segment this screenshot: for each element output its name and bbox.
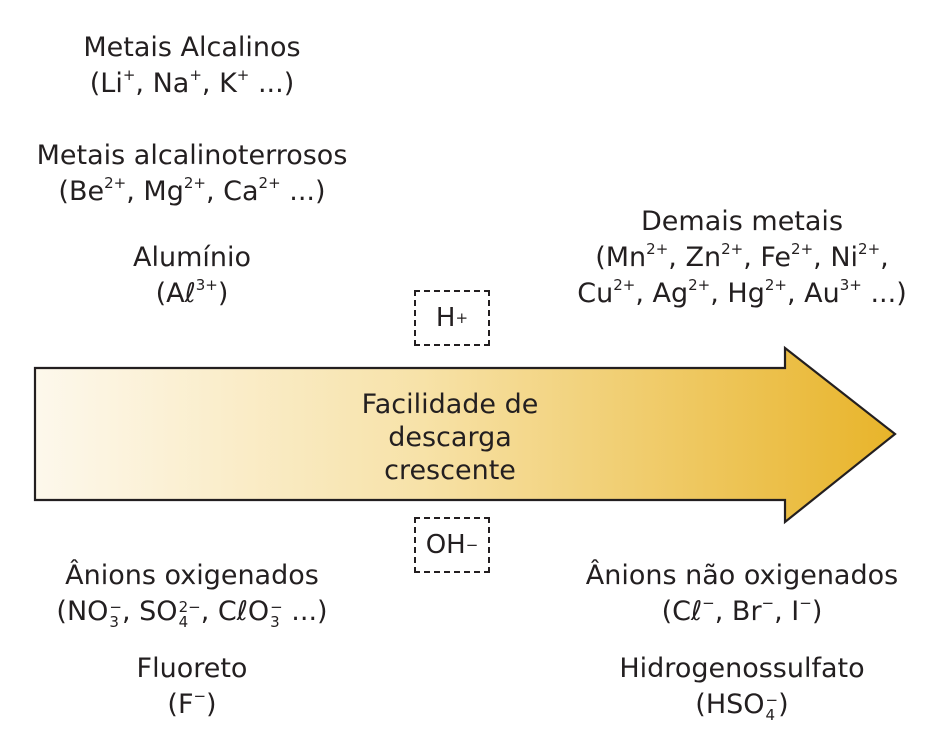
other-metals-title: Demais metais: [640, 206, 844, 237]
other-metals-ions-line-2: Cu2+, Ag2+, Hg2+, Au3+ ...): [577, 276, 907, 310]
aluminum-group: Alumínio (Aℓ3+): [133, 240, 251, 312]
fluoride-ion: (F−): [167, 687, 217, 721]
alkaline-earth-metals-group: Metais alcalinoterrosos (Be2+, Mg2+, Ca2…: [37, 138, 348, 210]
other-metals-group: Demais metais (Mn2+, Zn2+, Fe2+, Ni2+, C…: [577, 204, 907, 312]
arrow-label-line-3: crescente: [384, 455, 516, 486]
hydrogensulfate-title: Hidrogenossulfato: [619, 653, 865, 684]
aluminum-ion: (Aℓ3+): [155, 276, 229, 310]
non-oxygenated-anions-ions: (Cℓ−, Br−, I−): [661, 594, 823, 628]
non-oxygenated-anions-group: Ânions não oxigenados (Cℓ−, Br−, I−): [586, 558, 898, 630]
fluoride-title: Fluoreto: [136, 653, 248, 684]
alkali-metals-ions: (Li+, Na+, K+ ...): [89, 66, 295, 100]
oxygenated-anions-title: Ânions oxigenados: [65, 560, 319, 591]
arrow-shape: [33, 345, 897, 525]
h-plus-marker: H+: [414, 290, 490, 346]
aluminum-title: Alumínio: [132, 242, 252, 273]
arrow-label-line-2: descarga: [388, 422, 512, 453]
fluoride-group: Fluoreto (F−): [137, 651, 248, 723]
alkali-metals-title: Metais Alcalinos: [83, 32, 301, 63]
arrow-label-line-1: Facilidade de: [361, 389, 539, 420]
alkaline-earth-metals-title: Metais alcalinoterrosos: [36, 140, 348, 171]
hydrogensulfate-ion: (HSO−4): [695, 689, 789, 724]
alkaline-earth-metals-ions: (Be2+, Mg2+, Ca2+ ...): [58, 174, 326, 208]
other-metals-ions-line-1: (Mn2+, Zn2+, Fe2+, Ni2+,: [595, 240, 889, 274]
alkali-metals-group: Metais Alcalinos (Li+, Na+, K+ ...): [83, 30, 300, 102]
arrow-label: Facilidade de descarga crescente: [340, 388, 560, 487]
oh-minus-marker: OH−: [414, 517, 490, 573]
hydrogensulfate-group: Hidrogenossulfato (HSO−4): [619, 651, 864, 723]
non-oxygenated-anions-title: Ânions não oxigenados: [585, 560, 899, 591]
